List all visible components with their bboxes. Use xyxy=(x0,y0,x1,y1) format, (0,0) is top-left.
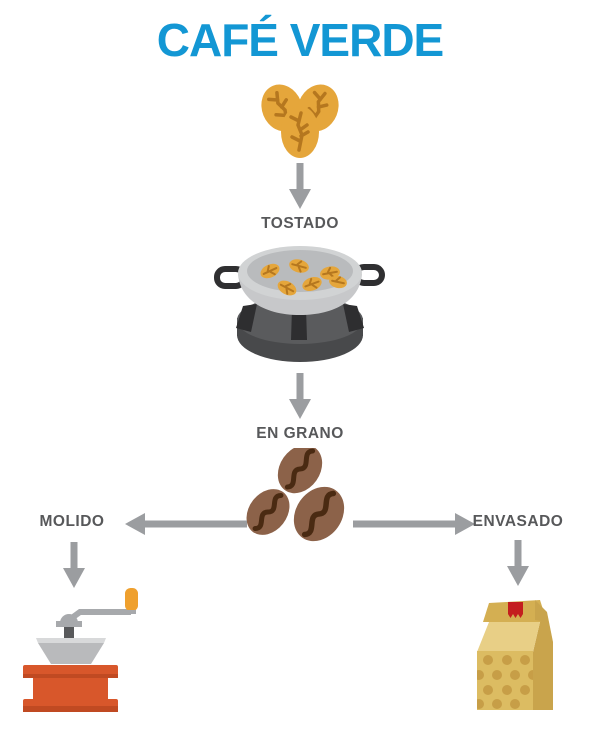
arrow-down-molido-icon xyxy=(63,542,85,588)
arrow-left-molido-icon xyxy=(125,513,247,535)
coffee-bag-icon xyxy=(477,600,553,710)
coffee-beans-icon xyxy=(246,448,345,542)
page-title: CAFÉ VERDE xyxy=(156,14,444,66)
arrow-down-en-grano-icon xyxy=(289,373,311,419)
stage-label-tostado: TOSTADO xyxy=(261,215,339,232)
arrow-down-envasado-icon xyxy=(507,540,529,586)
arrow-down-tostado-icon xyxy=(289,163,311,209)
stage-label-en-grano: EN GRANO xyxy=(256,425,344,442)
arrow-right-envasado-icon xyxy=(353,513,475,535)
stage-label-molido: MOLIDO xyxy=(39,513,105,530)
roasting-pan-icon xyxy=(214,246,385,362)
green-coffee-beans-icon xyxy=(261,84,339,158)
stage-label-envasado: ENVASADO xyxy=(472,513,564,530)
coffee-grinder-icon xyxy=(23,588,138,712)
